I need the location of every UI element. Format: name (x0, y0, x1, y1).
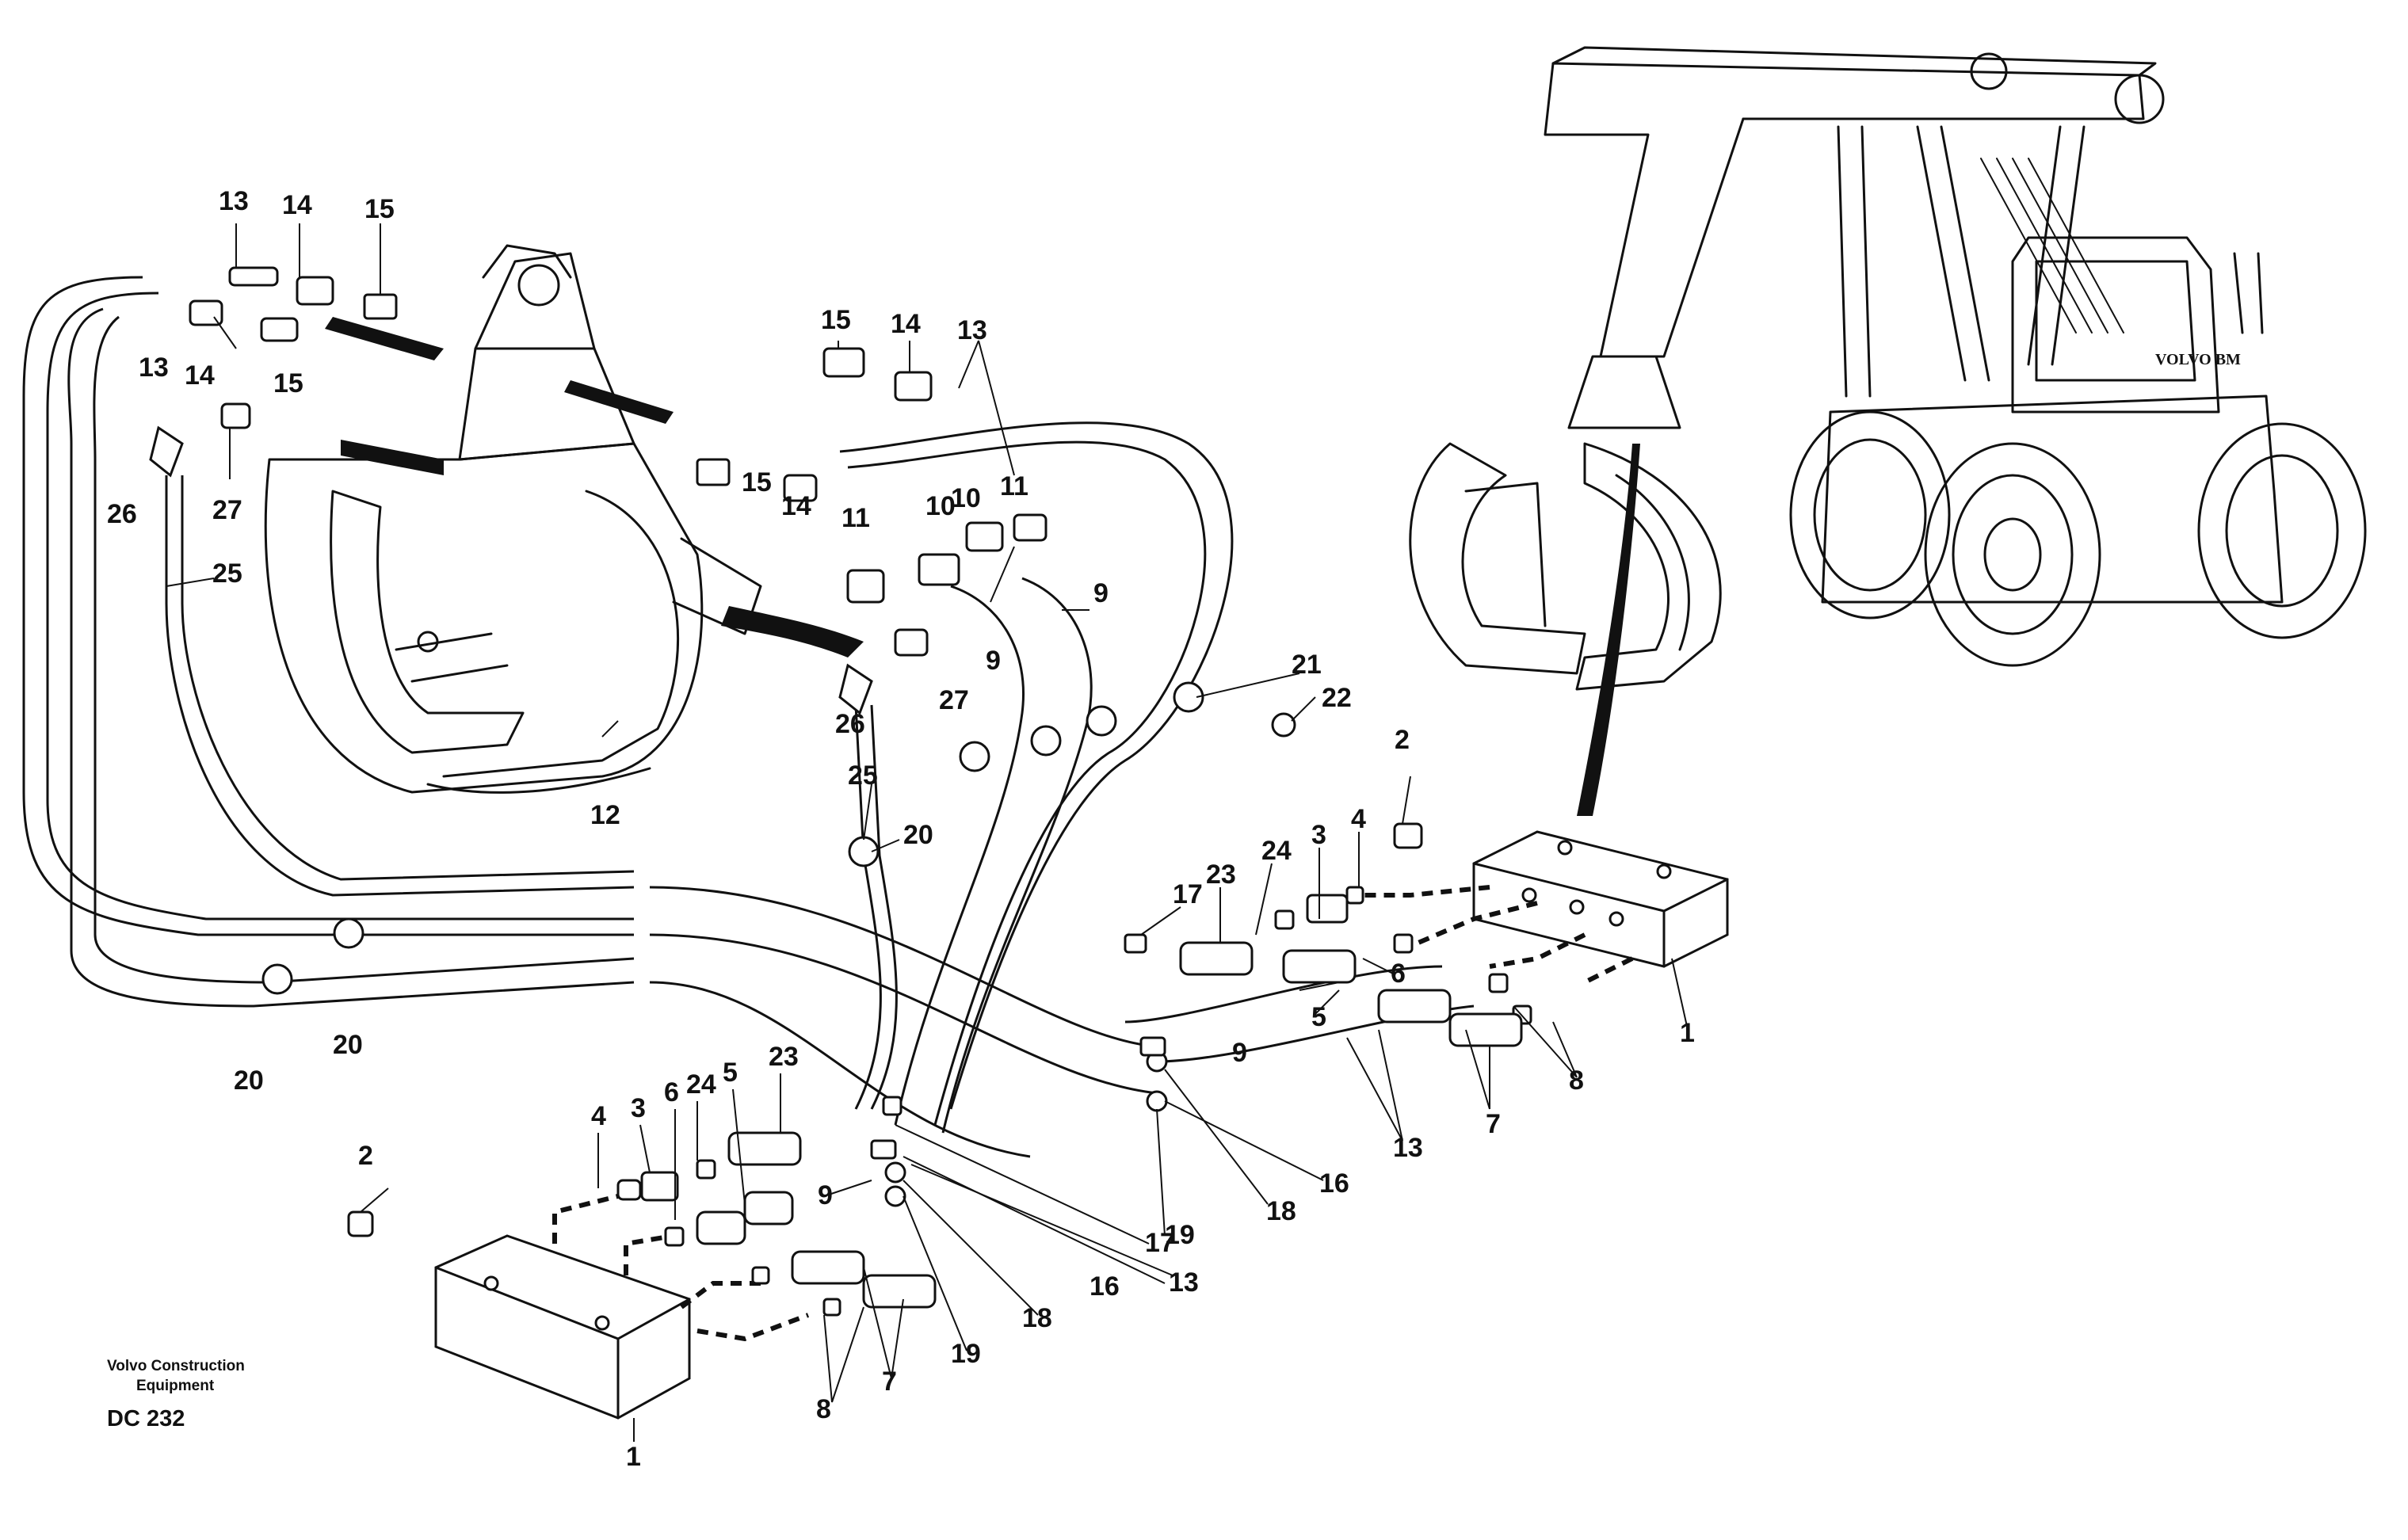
callout-label: 20 (333, 1030, 363, 1060)
callout-label: 21 (1292, 650, 1322, 680)
callout-label: 10 (925, 491, 956, 521)
callout-label: 13 (957, 315, 987, 345)
callout-label: 9 (1093, 578, 1109, 608)
callout-label: 5 (1311, 1002, 1326, 1032)
callout-label: 12 (590, 800, 620, 830)
callout-label: 3 (1311, 820, 1326, 850)
callout-label: 14 (185, 360, 215, 391)
callout-label: 14 (891, 309, 921, 339)
forestry-loader-illustration: VOLVO BM (1409, 46, 2367, 816)
callout-label: 15 (273, 368, 303, 398)
callout-label: 27 (939, 685, 969, 715)
callout-label: 13 (1393, 1133, 1423, 1163)
callout-label: 1 (626, 1442, 641, 1472)
callout-label: 14 (781, 491, 811, 521)
callout-label: 7 (882, 1367, 897, 1397)
callout-label: 15 (821, 305, 851, 335)
company-name-line2: Equipment (136, 1378, 215, 1394)
callout-label: 26 (835, 709, 865, 739)
leader-lines (166, 223, 1411, 1213)
callout-label: 17 (1145, 1228, 1175, 1258)
callout-label: 16 (1090, 1271, 1120, 1302)
callout-label: 18 (1266, 1196, 1296, 1226)
callout-label: 4 (591, 1101, 606, 1131)
callout-label: 20 (234, 1065, 264, 1096)
callout-label: 2 (358, 1141, 373, 1171)
bottom-leader-lines (597, 832, 1689, 1442)
callout-label: 13 (139, 353, 169, 383)
callout-label: 13 (219, 186, 249, 216)
callout-label: 11 (841, 503, 870, 533)
callout-label: 5 (723, 1058, 738, 1088)
callout-label: 16 (1319, 1168, 1349, 1199)
callout-label: 18 (1022, 1303, 1052, 1333)
callout-label: 27 (212, 495, 242, 525)
callout-label: 9 (986, 646, 1001, 676)
grapple-illustration (264, 244, 762, 794)
callout-label: 10 (951, 483, 981, 513)
callout-label: 25 (212, 558, 242, 589)
callout-label: 23 (1206, 860, 1236, 890)
callout-label: 13 (1169, 1267, 1199, 1298)
fitting-parts (149, 266, 1729, 1420)
callout-label: 6 (664, 1077, 679, 1107)
callout-label: 17 (1173, 879, 1203, 909)
callout-label: 23 (769, 1042, 799, 1072)
callout-label: 4 (1351, 804, 1366, 834)
callout-label: 11 (1000, 471, 1028, 501)
callout-labels: 13 14 15 13 14 15 26 27 25 15 14 13 15 1… (107, 186, 1695, 1472)
callout-label: 9 (1232, 1038, 1247, 1068)
callout-label: 1 (1680, 1018, 1695, 1048)
callout-label: 15 (364, 194, 395, 224)
callout-label: 6 (1391, 959, 1406, 989)
callout-label: 2 (1395, 725, 1410, 755)
callout-label: 19 (1165, 1220, 1195, 1250)
callout-label: 22 (1322, 683, 1352, 713)
callout-label: 20 (903, 820, 933, 850)
footer: Volvo Construction Equipment DC 232 (107, 1358, 245, 1431)
callout-label: 8 (816, 1394, 831, 1424)
callout-label: 3 (631, 1093, 646, 1123)
machine-logo-text: VOLVO BM (2155, 351, 2241, 368)
callout-label: 7 (1486, 1109, 1501, 1139)
hose-routing (22, 276, 1475, 1158)
callout-label: 14 (282, 190, 312, 220)
callout-label: 24 (686, 1069, 716, 1100)
callout-label: 15 (742, 467, 772, 497)
callout-label: 24 (1261, 836, 1292, 866)
callout-label: 19 (951, 1339, 981, 1369)
company-name-line1: Volvo Construction (107, 1358, 245, 1374)
drawing-code: DC 232 (107, 1406, 185, 1431)
callout-label: 25 (848, 760, 878, 791)
callout-label: 26 (107, 499, 137, 529)
